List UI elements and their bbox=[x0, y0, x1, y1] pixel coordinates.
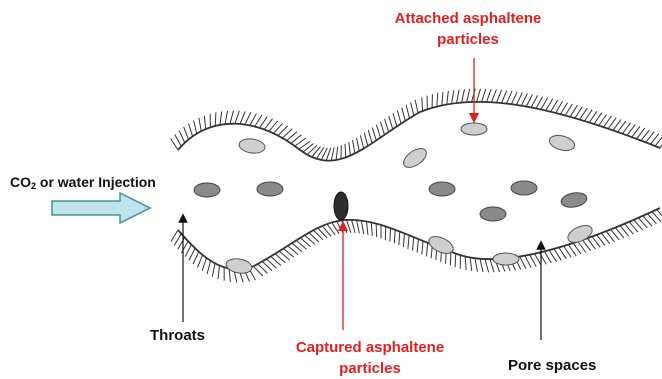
captured-label-line2: particles bbox=[270, 358, 470, 379]
captured-asphaltene-label: Captured asphaltene particles bbox=[270, 337, 470, 379]
injection-prefix: CO bbox=[10, 174, 31, 190]
attached-label-line1: Attached asphaltene bbox=[368, 8, 568, 29]
captured-label-line1: Captured asphaltene bbox=[270, 337, 470, 358]
injection-suffix: or water Injection bbox=[36, 174, 156, 190]
throats-label: Throats bbox=[150, 327, 205, 344]
injection-arrow bbox=[52, 193, 150, 223]
suspended-particle bbox=[257, 182, 283, 196]
suspended-particles bbox=[194, 181, 588, 221]
attached-particle bbox=[548, 133, 577, 153]
suspended-particle bbox=[511, 181, 537, 195]
pore-spaces-label: Pore spaces bbox=[508, 357, 596, 374]
suspended-particle bbox=[194, 183, 220, 197]
attached-asphaltene-label: Attached asphaltene particles bbox=[368, 8, 568, 50]
attached-particle bbox=[493, 253, 519, 265]
attached-particle bbox=[461, 123, 487, 135]
attached-particle bbox=[400, 145, 429, 171]
attached-particle bbox=[238, 137, 266, 154]
suspended-particle bbox=[480, 207, 506, 221]
suspended-particle bbox=[429, 182, 455, 196]
attached-label-line2: particles bbox=[368, 29, 568, 50]
captured-particle bbox=[334, 192, 348, 220]
suspended-particle bbox=[560, 191, 588, 209]
injection-label: CO2 or water Injection bbox=[10, 174, 156, 191]
